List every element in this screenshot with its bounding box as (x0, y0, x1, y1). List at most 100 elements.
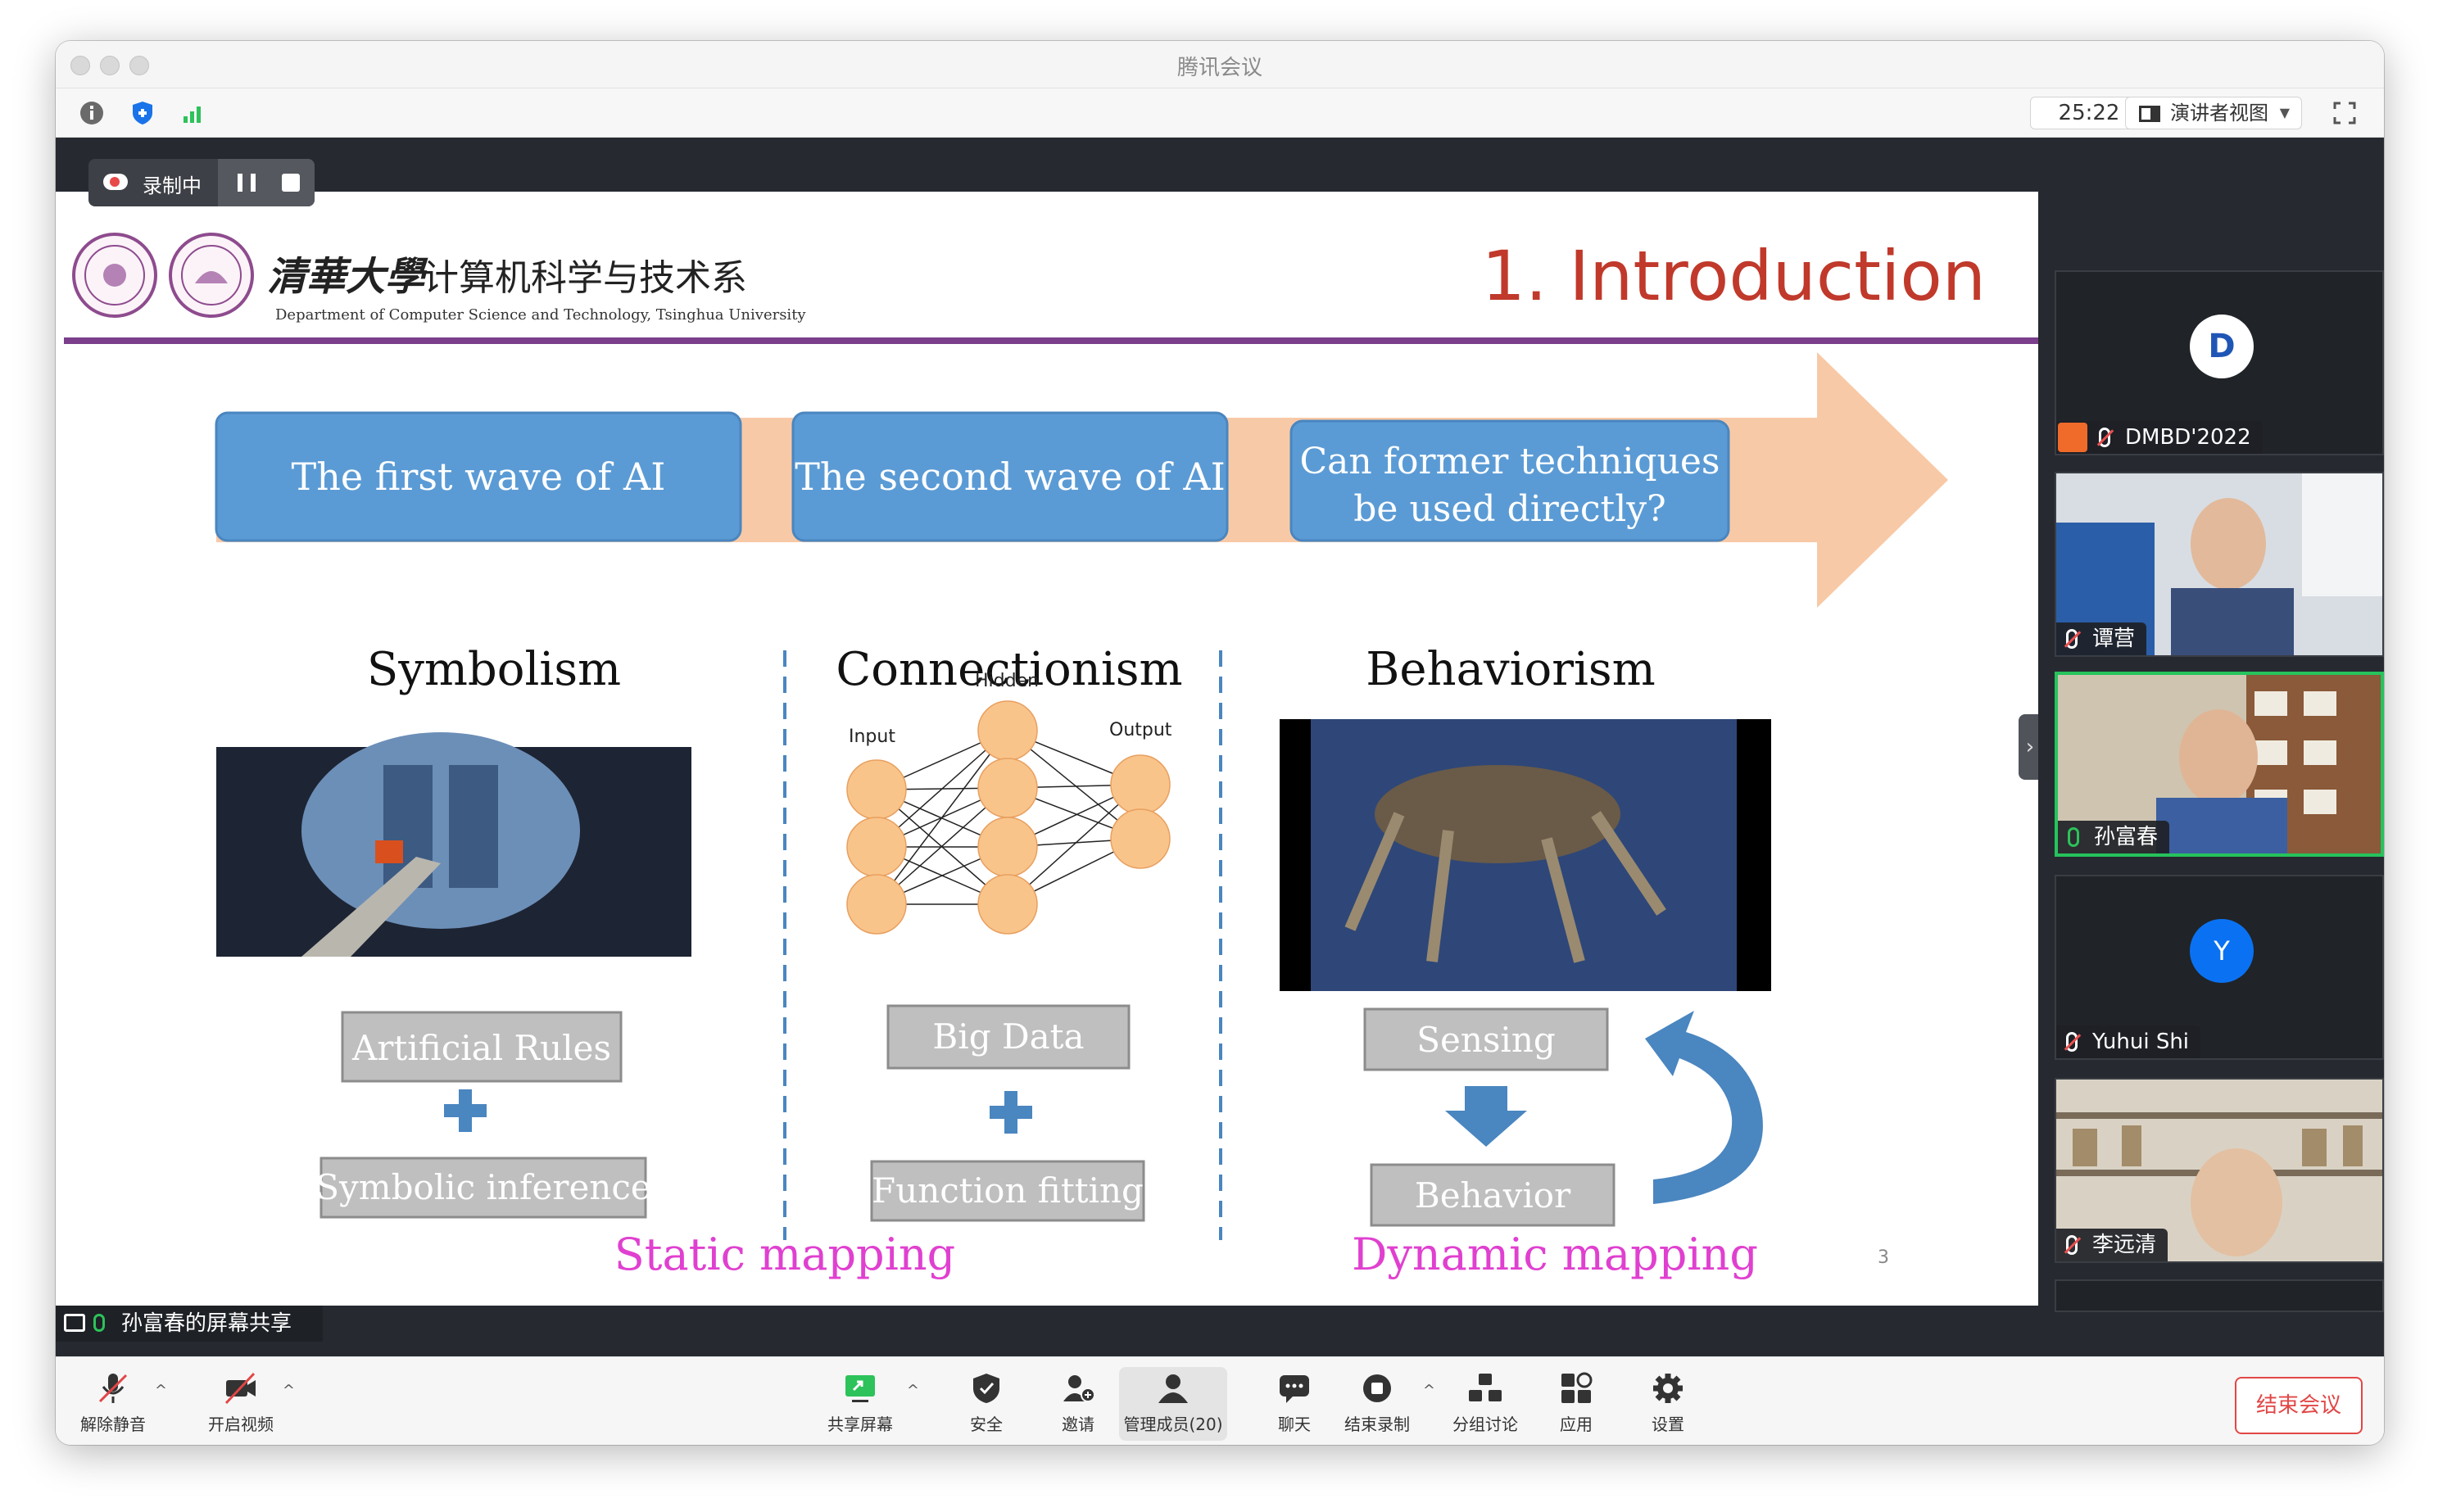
maximize-window-button[interactable] (129, 56, 149, 75)
window-title: 腾讯会议 (1176, 56, 1262, 80)
screen-share-owner: 孙富春的屏幕共享 (121, 1311, 292, 1336)
nn-input-label: Input (849, 727, 895, 747)
behaviorism-title: Behaviorism (1366, 643, 1656, 696)
wave-box-2 (791, 411, 1229, 542)
cloud-record-icon (103, 174, 128, 190)
unmute-button[interactable]: 解除静音 ^ (80, 1367, 167, 1441)
function-fitting-box (870, 1160, 1145, 1222)
invite-button[interactable]: 邀请 (1054, 1367, 1103, 1441)
participant-tile[interactable]: D DMBD'2022 (2055, 270, 2384, 455)
symbolism-title: Symbolism (367, 643, 621, 696)
view-mode-dropdown[interactable]: 演讲者视图 ▼ (2125, 97, 2302, 129)
chevron-up-icon[interactable]: ^ (282, 1382, 295, 1399)
participant-name-tag: DMBD'2022 (2056, 421, 2263, 454)
sensing-box (1363, 1007, 1609, 1071)
collapse-sidebar-button[interactable]: › (2019, 714, 2041, 780)
stop-recording-button[interactable]: 结束录制 ^ (1340, 1367, 1435, 1441)
breakout-icon (1469, 1374, 1502, 1401)
symbolism-illustration (216, 732, 691, 957)
start-video-button[interactable]: 开启视频 ^ (208, 1367, 295, 1441)
share-screen-icon (845, 1375, 875, 1402)
settings-button[interactable]: 设置 (1643, 1367, 1693, 1441)
recording-label: 录制中 (143, 174, 202, 197)
symbolic-inference-label: Symbolic inference (315, 1167, 650, 1207)
dynamic-mapping-label: Dynamic mapping (1352, 1229, 1758, 1280)
meeting-window: 腾讯会议 25:22 演讲者视图 ▼ 清華大學 (56, 41, 2384, 1445)
symbolic-inference-box (319, 1157, 647, 1219)
view-mode-label: 演讲者视图 (2170, 102, 2268, 124)
participant-name: 谭营 (2092, 627, 2136, 651)
neural-network-diagram (846, 700, 1171, 935)
chat-button[interactable]: 聊天 (1270, 1367, 1319, 1441)
apps-label: 应用 (1560, 1415, 1593, 1434)
apps-icon (1561, 1372, 1593, 1403)
pause-recording-button[interactable] (238, 174, 256, 192)
participant-name: Yuhui Shi (2092, 1030, 2190, 1054)
microphone-icon (93, 1314, 105, 1332)
connectionism-title: Connectionism (836, 643, 1182, 696)
chevron-up-icon[interactable]: ^ (154, 1382, 167, 1399)
participant-tile-speaking[interactable]: 孙富春 (2055, 672, 2384, 857)
shield-icon[interactable] (129, 100, 156, 126)
chevron-up-icon[interactable]: ^ (906, 1382, 919, 1399)
participant-tile[interactable]: Y Yuhui Shi (2055, 875, 2384, 1060)
big-data-label: Big Data (932, 1016, 1084, 1057)
fullscreen-icon[interactable] (2332, 100, 2358, 126)
static-mapping-label: Static mapping (614, 1229, 955, 1280)
video-off-icon (224, 1372, 256, 1405)
muted-microphone-icon (2066, 629, 2078, 649)
wave-2-label: The second wave of AI (795, 455, 1226, 499)
wave-box-1 (215, 411, 742, 542)
layout-icon (2139, 106, 2160, 122)
down-arrow-icon (1445, 1086, 1527, 1147)
meeting-toolbar: 25:22 演讲者视图 ▼ (56, 88, 2384, 138)
minimize-window-button[interactable] (100, 56, 120, 75)
plus-icon (444, 1089, 487, 1132)
settings-label: 设置 (1652, 1415, 1684, 1434)
apps-button[interactable]: 应用 (1552, 1367, 1601, 1441)
nn-hidden-label: Hidden (975, 671, 1039, 691)
presentation-slide: 清華大學 计算机科学与技术系 Department of Computer Sc… (56, 192, 2038, 1306)
tsinghua-seal-logo: 清華大學 (72, 233, 428, 318)
info-icon[interactable] (79, 100, 105, 126)
participant-tile[interactable]: 李远清 (2055, 1078, 2384, 1263)
participant-tile[interactable] (2055, 1279, 2384, 1312)
slide-page-number: 3 (1878, 1247, 1889, 1268)
manage-members-button[interactable]: 管理成员(20) (1119, 1367, 1227, 1441)
participant-name-tag: 孙富春 (2058, 821, 2170, 853)
participant-tile[interactable]: 谭营 (2055, 472, 2384, 657)
close-window-button[interactable] (70, 56, 90, 75)
slide-canvas: 清華大學 计算机科学与技术系 Department of Computer Sc… (64, 233, 2038, 1280)
muted-microphone-icon (98, 1374, 128, 1403)
participant-name: 孙富春 (2094, 825, 2159, 849)
stop-recording-button[interactable] (282, 174, 300, 192)
muted-microphone-icon (2066, 1032, 2078, 1052)
recording-controls (218, 159, 315, 206)
unmute-label: 解除静音 (80, 1415, 146, 1434)
end-meeting-button[interactable]: 结束会议 (2235, 1377, 2363, 1434)
avatar: D (2190, 315, 2254, 378)
add-user-icon (1063, 1375, 1095, 1402)
members-icon (1158, 1374, 1188, 1403)
robot-video-frame (1280, 719, 1771, 991)
behavior-box (1370, 1163, 1616, 1227)
invite-label: 邀请 (1062, 1415, 1094, 1434)
start-video-label: 开启视频 (208, 1415, 274, 1434)
participant-video (2058, 675, 2381, 853)
wave-box-3 (1289, 419, 1730, 542)
record-stop-icon (1363, 1374, 1391, 1402)
breakout-rooms-button[interactable]: 分组讨论 (1448, 1367, 1522, 1441)
security-button[interactable]: 安全 (962, 1367, 1011, 1441)
security-label: 安全 (970, 1415, 1003, 1434)
artificial-rules-label: Artificial Rules (351, 1028, 611, 1068)
screen-share-icon (64, 1314, 85, 1332)
muted-microphone-icon (2099, 428, 2110, 447)
participant-name: 李远清 (2092, 1233, 2157, 1257)
participant-name-tag: 谭营 (2056, 622, 2147, 655)
chevron-up-icon[interactable]: ^ (1422, 1382, 1435, 1399)
plus-icon (990, 1091, 1032, 1134)
share-screen-button[interactable]: 共享屏幕 ^ (822, 1367, 919, 1441)
signal-icon[interactable] (180, 100, 206, 126)
nn-output-label: Output (1109, 720, 1172, 740)
participant-name-tag: Yuhui Shi (2056, 1025, 2201, 1058)
